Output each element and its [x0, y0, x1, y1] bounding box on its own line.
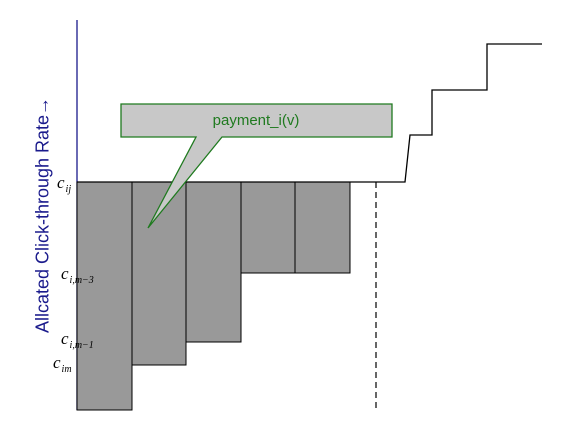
label-c-im3-main: c: [61, 264, 69, 283]
staircase-line: [77, 43, 542, 183]
label-c-im1: ci,m−1: [61, 329, 94, 351]
bar-5: [294, 181, 351, 274]
label-c-im3-sub: i,m−3: [69, 275, 94, 286]
bar-3: [185, 181, 242, 343]
bar-1: [76, 181, 133, 411]
label-c-im3: ci,m−3: [61, 264, 94, 286]
label-c-im-main: c: [53, 353, 61, 372]
bars-group: [76, 181, 351, 411]
y-axis-label: Allcated Click-through Rate→: [32, 96, 53, 334]
label-c-ij-main: c: [57, 173, 65, 192]
label-c-im: cim: [53, 353, 72, 375]
label-c-ij: cij: [57, 173, 72, 195]
callout-shape: [120, 103, 393, 229]
label-c-im-sub: im: [61, 364, 72, 375]
bar-4: [240, 181, 296, 274]
label-c-ij-sub: ij: [65, 184, 72, 195]
label-c-im1-sub: i,m−1: [69, 340, 94, 351]
label-c-im1-main: c: [61, 329, 69, 348]
callout-label: payment_i(v): [213, 112, 300, 129]
